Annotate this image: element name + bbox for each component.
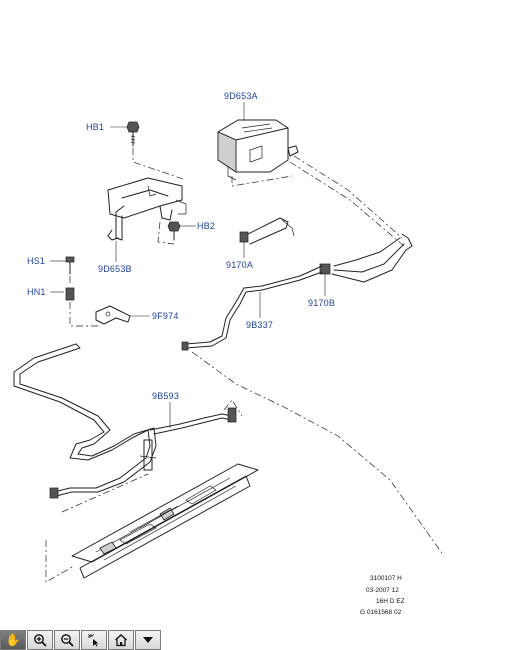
- hose-9170a[interactable]: [239, 217, 295, 245]
- zoom-in-button[interactable]: [27, 630, 53, 650]
- tank-heat-shield[interactable]: [71, 463, 259, 579]
- screw-hs1[interactable]: [65, 256, 75, 275]
- callout-hb1[interactable]: HB1: [86, 122, 104, 132]
- reference-line-4: G 0161568 02: [360, 609, 402, 616]
- callout-9f974[interactable]: 9F974: [152, 311, 179, 321]
- hand-icon: ✋: [5, 633, 21, 647]
- reference-line-2: 03-2007 12: [366, 587, 399, 594]
- clip-9f974[interactable]: [95, 305, 131, 325]
- vapor-line-9170b[interactable]: [261, 233, 413, 291]
- bolt-hb2[interactable]: [167, 221, 181, 241]
- line-9b593[interactable]: [13, 343, 237, 499]
- callout-9170a[interactable]: 9170A: [226, 260, 253, 270]
- bracket-9d653b[interactable]: [107, 177, 187, 241]
- callout-hn1[interactable]: HN1: [27, 287, 46, 297]
- carbon-canister[interactable]: [217, 119, 299, 181]
- home-icon: [115, 634, 127, 647]
- callout-hb2[interactable]: HB2: [197, 221, 215, 231]
- dropdown-arrow-icon: [143, 637, 153, 643]
- menu-dropdown-button[interactable]: [135, 630, 161, 650]
- zoom-out-button[interactable]: [54, 630, 80, 650]
- cursor-sparkle-icon: [88, 634, 99, 647]
- pan-tool-button[interactable]: ✋: [0, 630, 26, 650]
- zoom-in-icon: [34, 634, 47, 647]
- callout-hs1[interactable]: HS1: [27, 256, 45, 266]
- drawing-reference: 3100107 H 03-2007 12 16H D EZ G 0161568 …: [360, 575, 405, 616]
- callout-9d653a[interactable]: 9D653A: [224, 91, 258, 101]
- callout-9b337[interactable]: 9B337: [246, 320, 273, 330]
- callout-9170b[interactable]: 9170B: [308, 298, 335, 308]
- reference-line-3: 16H D EZ: [376, 598, 405, 605]
- bolt-hb1[interactable]: [126, 121, 140, 147]
- reference-line-1: 3100107 H: [370, 575, 402, 582]
- parts-diagram: 9D653A HB1 9D653B HB2 9170A: [13, 91, 445, 616]
- callout-9b593[interactable]: 9B593: [152, 391, 179, 401]
- callout-9d653b[interactable]: 9D653B: [98, 264, 132, 274]
- viewer-toolbar: ✋: [0, 630, 164, 650]
- zoom-out-icon: [61, 634, 74, 647]
- select-tool-button[interactable]: [81, 630, 107, 650]
- home-button[interactable]: [108, 630, 134, 650]
- nut-hn1[interactable]: [65, 287, 75, 301]
- line-9b337[interactable]: [181, 285, 263, 351]
